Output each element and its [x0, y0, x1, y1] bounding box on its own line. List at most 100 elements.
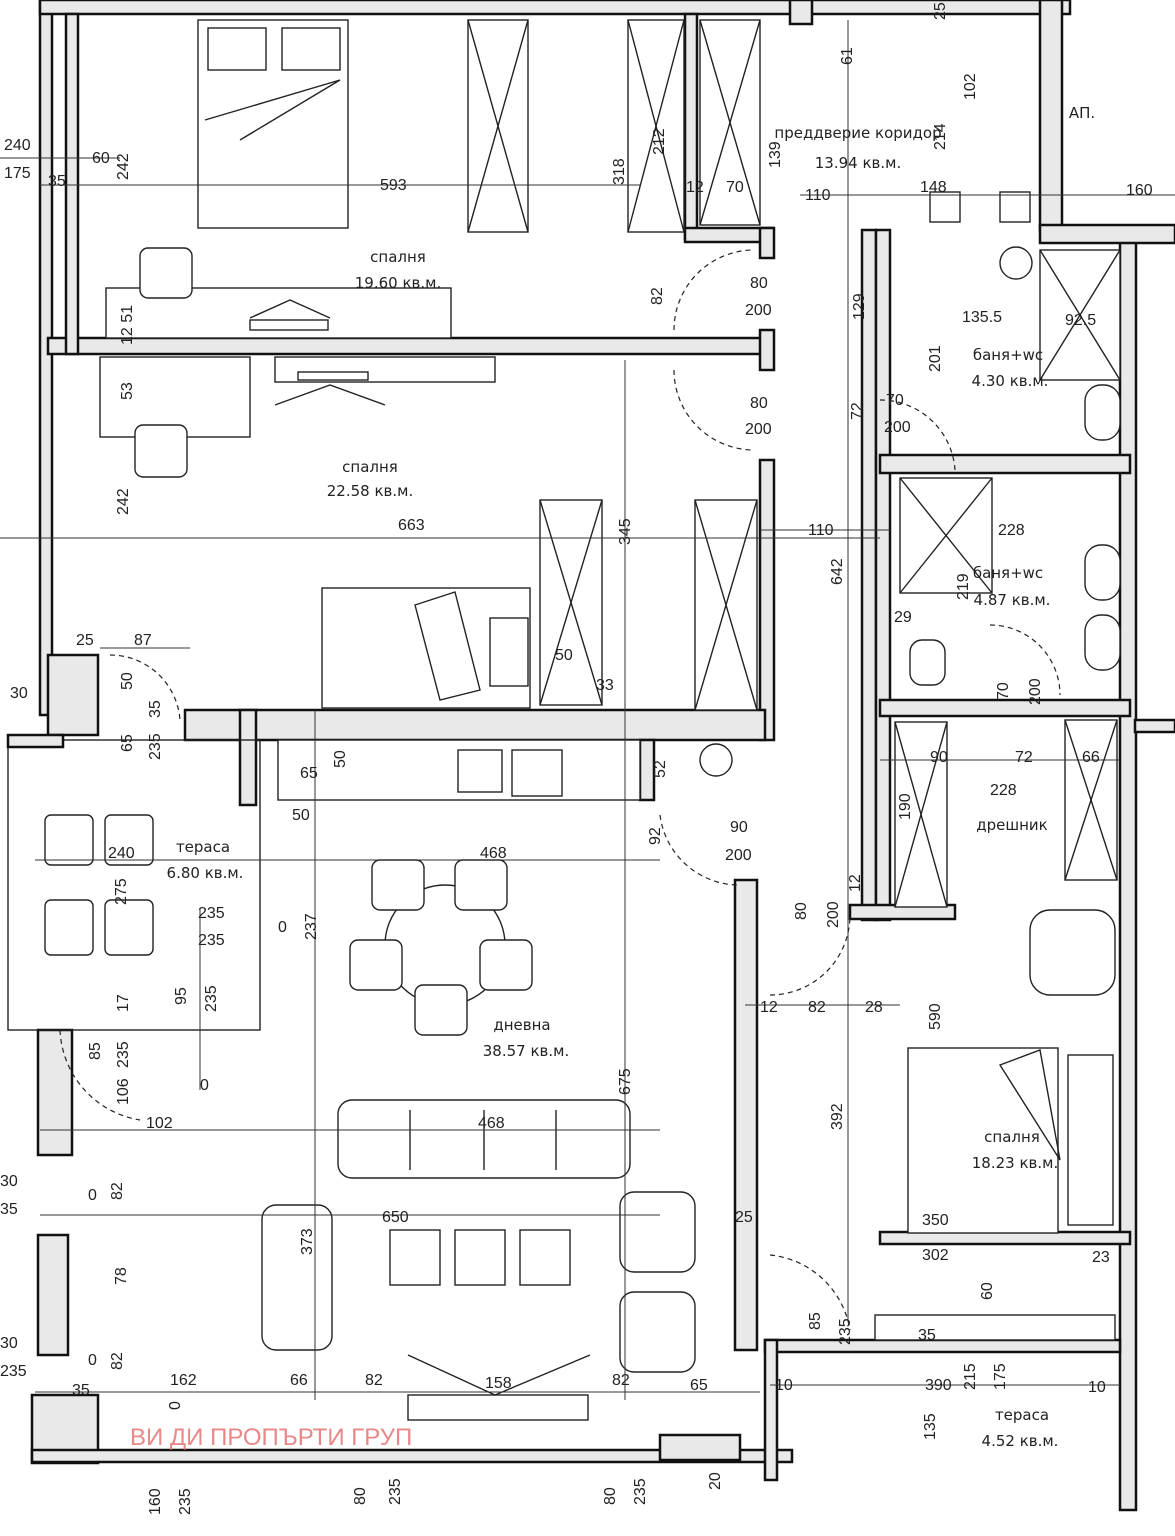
bed-3: [907, 1047, 1059, 1234]
dim-label: 158: [485, 1375, 512, 1392]
dimension-lines: [0, 20, 1175, 1400]
dim-label: 235: [198, 932, 225, 949]
dim-label: 235: [837, 1318, 854, 1345]
tv-1: [249, 319, 329, 331]
bed-2-fold: [414, 591, 481, 701]
dim-label: 70: [995, 682, 1012, 700]
dim-label: 53: [119, 382, 136, 400]
dim-label: 110: [805, 187, 831, 204]
room-area-bath1: 4.30 кв.м.: [972, 372, 1049, 390]
dim-label: 237: [303, 913, 320, 940]
armchair-right-2: [619, 1291, 696, 1373]
dim-label: 50: [292, 807, 310, 824]
dim-label: 228: [998, 522, 1025, 539]
dim-label: 90: [930, 749, 948, 766]
room-name-bedroom3: спалня: [984, 1128, 1040, 1146]
dim-label: 80: [750, 395, 768, 412]
dim-label: 78: [113, 1267, 130, 1285]
dim-label: 65: [119, 734, 136, 752]
dim-label: 25: [932, 2, 949, 20]
dim-label: 318: [611, 158, 628, 185]
dim-label: 663: [398, 517, 425, 534]
stove: [511, 749, 563, 797]
door-bedroom1: [673, 249, 755, 331]
door-terrace1-b: [59, 1029, 141, 1121]
desk-2: [99, 356, 251, 438]
door-bath1: [879, 399, 956, 471]
wardrobe-bedroom3: [1067, 1054, 1114, 1226]
wall-left-upper: [38, 0, 54, 717]
dim-label: 61: [839, 47, 856, 65]
dim-label: 82: [365, 1372, 383, 1389]
sink-top: [929, 191, 961, 223]
dim-label: 12: [760, 999, 778, 1016]
coffee-table-2: [454, 1229, 506, 1286]
dim-label: 0: [278, 919, 287, 936]
coffee-table-3: [519, 1229, 571, 1286]
door-bedroom2: [673, 369, 755, 451]
dim-label: 82: [649, 287, 666, 305]
dim-label: 82: [109, 1352, 126, 1370]
wall-far-right: [1133, 718, 1175, 734]
wall-terrace-top: [6, 733, 65, 749]
dim-label: 200: [745, 421, 772, 438]
room-name-bedroom2: спалня: [342, 458, 398, 476]
dim-label: 60: [92, 150, 110, 167]
dim-label: 0: [167, 1401, 184, 1410]
dim-label: 392: [829, 1103, 846, 1130]
dim-label: 390: [925, 1377, 952, 1394]
dim-label: 240: [108, 845, 135, 862]
room-name-bath2: баня+wc: [973, 564, 1043, 582]
door-terrace2: [769, 1254, 851, 1331]
dim-label: 35: [918, 1327, 936, 1344]
chair-2: [134, 424, 188, 478]
room-area-terrace2: 4.52 кв.м.: [982, 1432, 1059, 1450]
dim-label: 201: [927, 345, 944, 372]
dim-label: 215: [962, 1363, 979, 1390]
tv-2-lines: [274, 384, 386, 406]
room-area-bedroom2: 22.58 кв.м.: [327, 482, 413, 500]
pillow-1b: [281, 27, 341, 71]
wall-kitchen-return: [238, 708, 258, 807]
wall-kitchen: [183, 708, 767, 742]
coffee-table-1: [389, 1229, 441, 1286]
boiler-1: [699, 743, 733, 777]
dim-label: 82: [109, 1182, 126, 1200]
dim-label: 235: [198, 905, 225, 922]
dim-label: 373: [299, 1228, 316, 1255]
dim-label: 25: [735, 1209, 753, 1226]
dim-label: 25: [76, 632, 94, 649]
dim-label: 66: [1082, 749, 1100, 766]
dim-label: 160: [147, 1488, 164, 1515]
tv-1-lines: [249, 299, 331, 319]
dim-label: 200: [884, 419, 911, 436]
dim-label: 212: [651, 128, 668, 155]
dim-label: 35: [147, 700, 164, 718]
dim-label: 675: [617, 1068, 634, 1095]
toilet-2: [1084, 614, 1121, 671]
bed-1: [197, 19, 349, 229]
watermark: ВИ ДИ ПРОПЪРТИ ГРУП: [130, 1424, 412, 1451]
dim-label: 92: [647, 827, 664, 845]
wall-corridor-left: [683, 12, 699, 241]
dim-label: 228: [990, 782, 1017, 799]
dim-label: 87: [134, 632, 152, 649]
wall-bath2-bottom: [878, 698, 1132, 718]
dim-label: 10: [1088, 1379, 1106, 1396]
dim-label: 12: [686, 179, 704, 196]
dim-label: 129: [851, 293, 868, 320]
dim-label: 235: [147, 733, 164, 760]
wall-bedroom3-bottom: [878, 1230, 1132, 1246]
wall-terrace2-left: [763, 1338, 779, 1482]
room-area-terrace1: 6.80 кв.м.: [167, 864, 244, 882]
wall-pier-left-3: [36, 1233, 70, 1357]
dim-label: 66: [290, 1372, 308, 1389]
dim-label: 80: [793, 902, 810, 920]
dim-label: 90: [730, 819, 748, 836]
dim-label: 65: [690, 1377, 708, 1394]
dim-label: 135: [922, 1413, 939, 1440]
dim-label: 139: [767, 141, 784, 168]
dining-chair-4: [371, 859, 425, 911]
wall-bottom: [30, 1448, 794, 1464]
dim-label: 50: [555, 647, 573, 664]
